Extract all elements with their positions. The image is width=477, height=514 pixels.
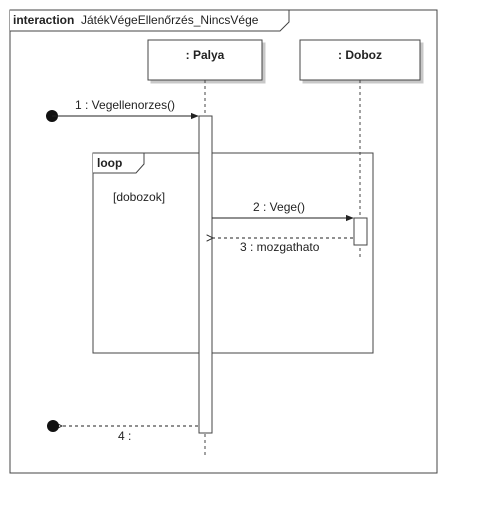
loop-operator: loop: [97, 156, 122, 170]
message-1-label: 1 : Vegellenorzes(): [75, 98, 175, 112]
lost-message-dot: [47, 420, 59, 432]
activation-palya: [198, 115, 213, 434]
message-2: 2 : Vege(): [212, 200, 354, 222]
frame-title: JátékVégeEllenőrzés_NincsVége: [81, 13, 259, 27]
loop-tab: [93, 152, 145, 174]
message-3: 3 : mozgathato: [213, 238, 353, 254]
frame-keyword: interaction: [13, 13, 74, 27]
activation-doboz: [353, 217, 368, 246]
lifeline-doboz-head: [299, 39, 421, 81]
frame-tab: [10, 9, 290, 32]
message-3-label: 3 : mozgathato: [240, 240, 320, 254]
message-1: 1 : Vegellenorzes(): [46, 98, 199, 122]
message-4-label: 4 :: [118, 429, 131, 443]
loop-guard: [dobozok]: [113, 190, 165, 204]
lifeline-doboz: : Doboz: [299, 39, 421, 260]
message-2-label: 2 : Vege(): [253, 200, 305, 214]
lifeline-doboz-label: : Doboz: [338, 48, 382, 62]
message-4: 4 :: [47, 420, 198, 443]
lifeline-palya-head: [147, 39, 263, 81]
loop-fragment: loop [dobozok]: [92, 152, 374, 354]
lifeline-palya-label: : Palya: [186, 48, 225, 62]
